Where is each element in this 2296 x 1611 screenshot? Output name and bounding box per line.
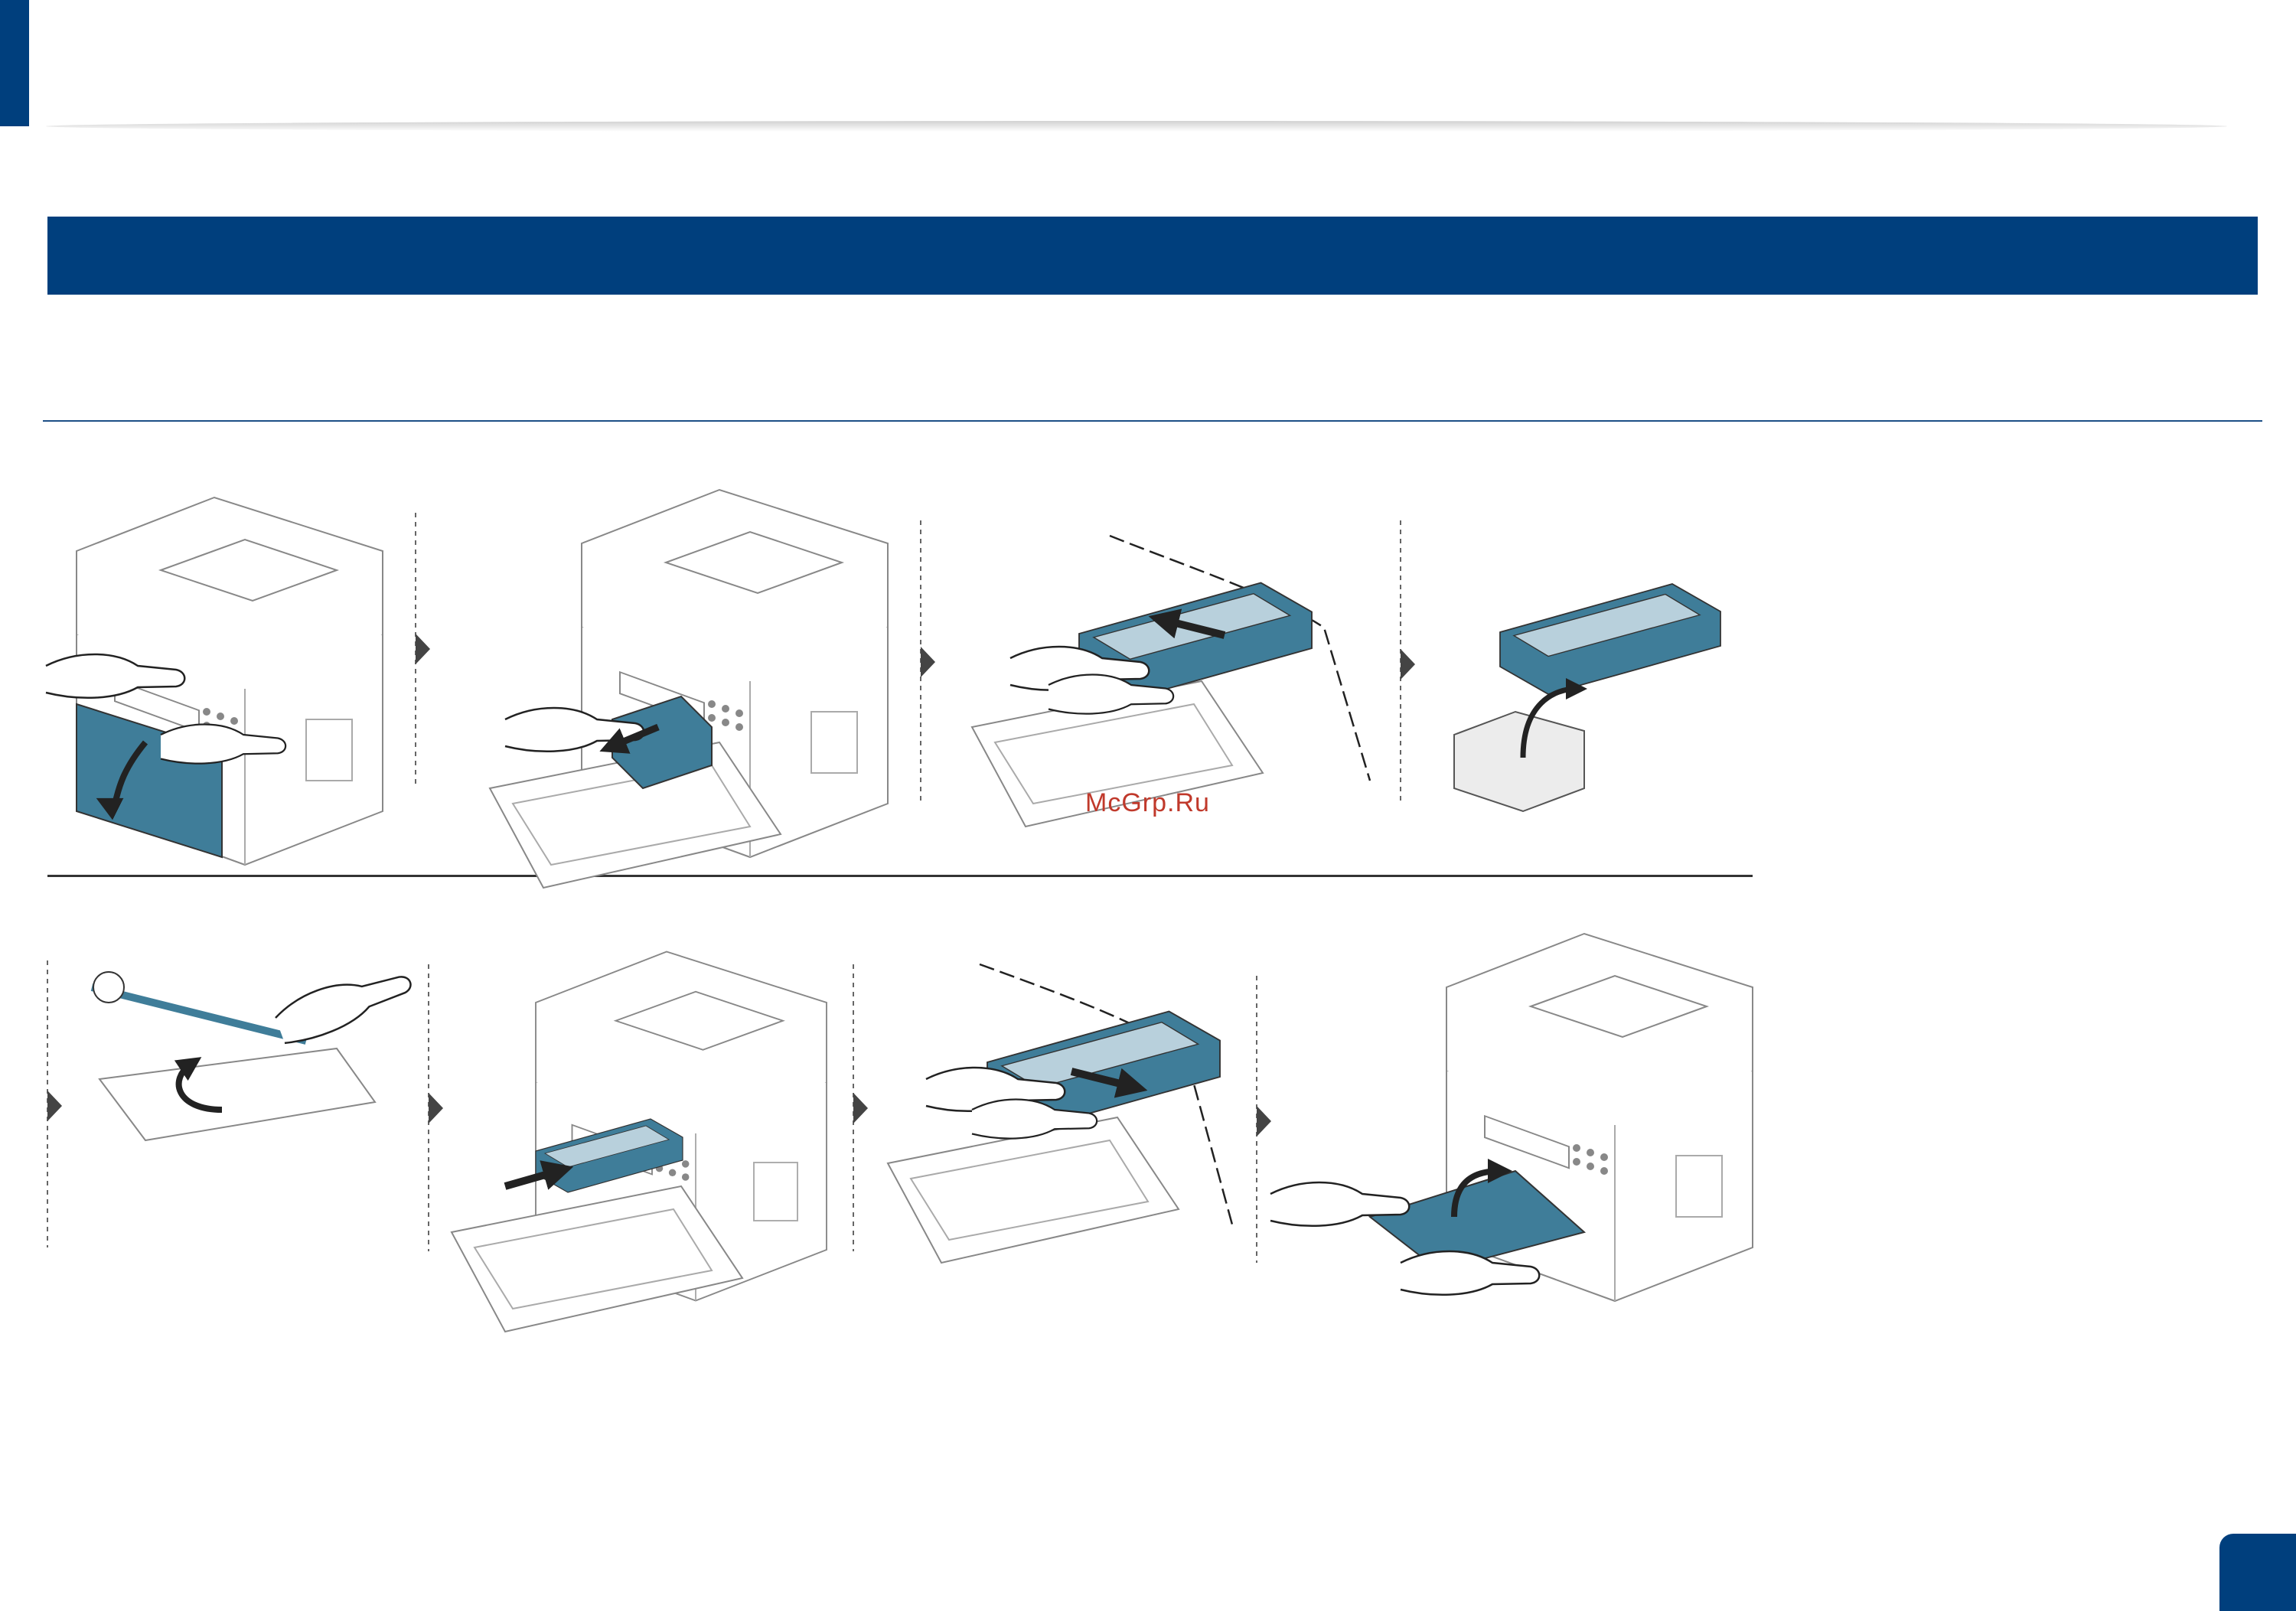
close-front-cover-icon [1269,933,1753,1302]
next-step-arrow [429,1093,443,1123]
section-title-bar [47,217,2258,295]
insert-toner-cartridge-icon [451,951,827,1332]
unpack-new-imaging-unit-icon [1453,583,1721,813]
next-step-arrow [853,1093,868,1123]
next-step-arrow [1401,649,1415,680]
remove-protective-cover-icon [90,958,418,1142]
open-front-cover-icon [44,497,383,866]
insert-imaging-unit-icon [887,963,1234,1264]
remove-imaging-unit-icon [971,534,1371,827]
page-corner-tab [0,0,29,126]
header-divider [46,121,2227,132]
next-step-arrow [416,634,430,664]
page-number-badge [2219,1534,2296,1611]
remove-toner-cartridge-icon [489,489,889,889]
next-step-arrow [47,1091,62,1121]
row-divider [47,875,1753,877]
section-divider [43,420,2262,422]
next-step-arrow [1257,1106,1271,1137]
next-step-arrow [921,647,935,677]
watermark: McGrp.Ru [1085,788,1210,817]
